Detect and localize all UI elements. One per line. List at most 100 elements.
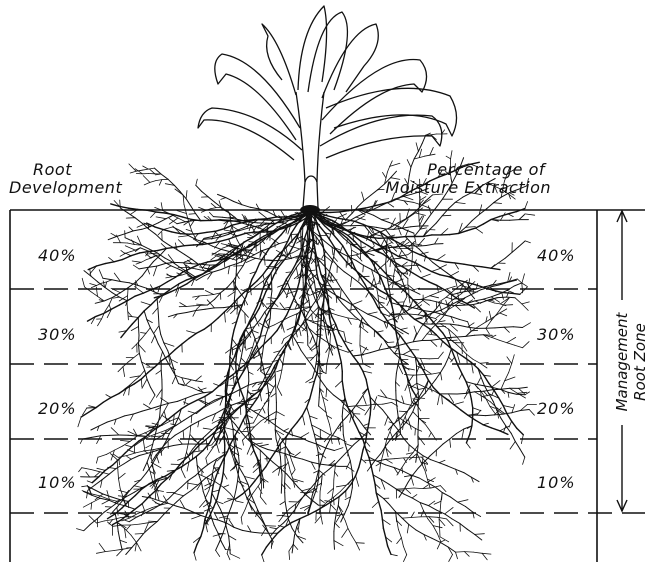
root-strand	[109, 469, 116, 475]
root-hair	[439, 519, 445, 526]
root-hair	[150, 169, 155, 174]
right-header: Percentage of Moisture Extraction	[386, 161, 551, 197]
root-strand	[230, 545, 231, 554]
layer-3-root-pct: 20%	[38, 399, 77, 418]
root-strand	[365, 250, 374, 252]
root-strand	[241, 309, 245, 313]
root-strand	[522, 304, 528, 311]
root-strand	[254, 501, 258, 509]
root-strand	[482, 267, 491, 268]
root-hair	[179, 418, 182, 422]
root-hair	[408, 375, 413, 382]
root-hair	[153, 308, 158, 314]
root-strand	[369, 415, 370, 424]
root-strand	[202, 483, 204, 492]
root-strand	[177, 496, 184, 502]
root-hair	[192, 516, 201, 519]
root-hair	[132, 261, 141, 262]
root-strand	[397, 237, 406, 238]
root-hair	[520, 287, 528, 295]
root-hair	[77, 529, 84, 531]
root-strand	[216, 482, 224, 487]
root-strand	[342, 381, 343, 390]
root-hair	[259, 212, 268, 219]
root-hair	[243, 440, 244, 445]
left-header-line1: Root	[9, 161, 122, 179]
root-hair	[270, 528, 277, 529]
root-strand	[408, 385, 410, 394]
root-hair	[99, 270, 103, 279]
root-strand	[141, 260, 146, 263]
root-hair	[456, 306, 461, 311]
root-strand	[137, 543, 142, 551]
root-hair	[329, 232, 331, 239]
root-strand	[431, 308, 437, 314]
root-strand	[276, 426, 284, 431]
root-hair	[249, 372, 254, 374]
root-strand	[399, 347, 400, 356]
root-strand	[238, 266, 243, 273]
root-strand	[443, 439, 450, 444]
root-hair	[187, 331, 197, 334]
root-strand	[457, 336, 466, 337]
root-strand	[257, 381, 266, 382]
root-strand	[189, 379, 196, 381]
root-hair	[127, 456, 131, 459]
root-strand	[129, 496, 136, 502]
root-strand	[103, 398, 111, 403]
layer-2-moisture-pct: 30%	[537, 325, 576, 344]
root-strand	[160, 398, 162, 407]
root-strand	[471, 399, 472, 408]
root-strand	[393, 424, 399, 431]
root-strand	[283, 352, 285, 361]
root-strand	[314, 281, 315, 290]
layer-4-moisture-pct: 10%	[537, 473, 576, 492]
root-strand	[154, 168, 161, 174]
root-hair	[124, 520, 130, 522]
root-strand	[189, 400, 197, 404]
root-hair	[367, 466, 371, 471]
root-hair	[441, 229, 448, 235]
root-strand	[203, 444, 209, 451]
root-strand	[84, 524, 91, 530]
root-strand	[168, 493, 174, 499]
root-hair	[280, 303, 285, 310]
root-strand	[235, 274, 236, 283]
root-strand	[376, 250, 384, 254]
root-hair	[262, 555, 264, 562]
root-strand	[357, 310, 363, 317]
root-hair	[508, 392, 509, 397]
root-strand	[98, 319, 102, 326]
root-hair	[442, 215, 451, 216]
root-strand	[236, 445, 238, 454]
root-strand	[363, 371, 366, 379]
root-strand	[456, 552, 465, 553]
root-strand	[378, 295, 379, 304]
root-hair	[229, 536, 236, 540]
root-strand	[503, 413, 512, 414]
root-hair	[480, 363, 488, 364]
root-strand	[402, 251, 407, 258]
root-strand	[144, 305, 151, 311]
root-strand	[319, 388, 320, 397]
root-strand	[267, 223, 276, 224]
root-strand	[160, 408, 161, 417]
root-strand	[240, 385, 248, 389]
root-hair	[206, 524, 208, 532]
root-strand	[486, 415, 495, 416]
root-strand	[412, 457, 421, 458]
root-strand	[371, 466, 373, 475]
root-strand	[417, 383, 425, 387]
root-strand	[149, 229, 156, 234]
root-hair	[113, 297, 119, 298]
root-strand	[111, 497, 120, 500]
root-hair	[260, 497, 266, 505]
root-hair	[277, 387, 282, 395]
root-strand	[426, 135, 431, 136]
root-strand	[274, 296, 279, 304]
root-strand	[352, 470, 353, 479]
root-strand	[139, 453, 148, 455]
root-strand	[142, 484, 149, 489]
root-strand	[241, 432, 247, 439]
root-strand	[184, 245, 193, 246]
